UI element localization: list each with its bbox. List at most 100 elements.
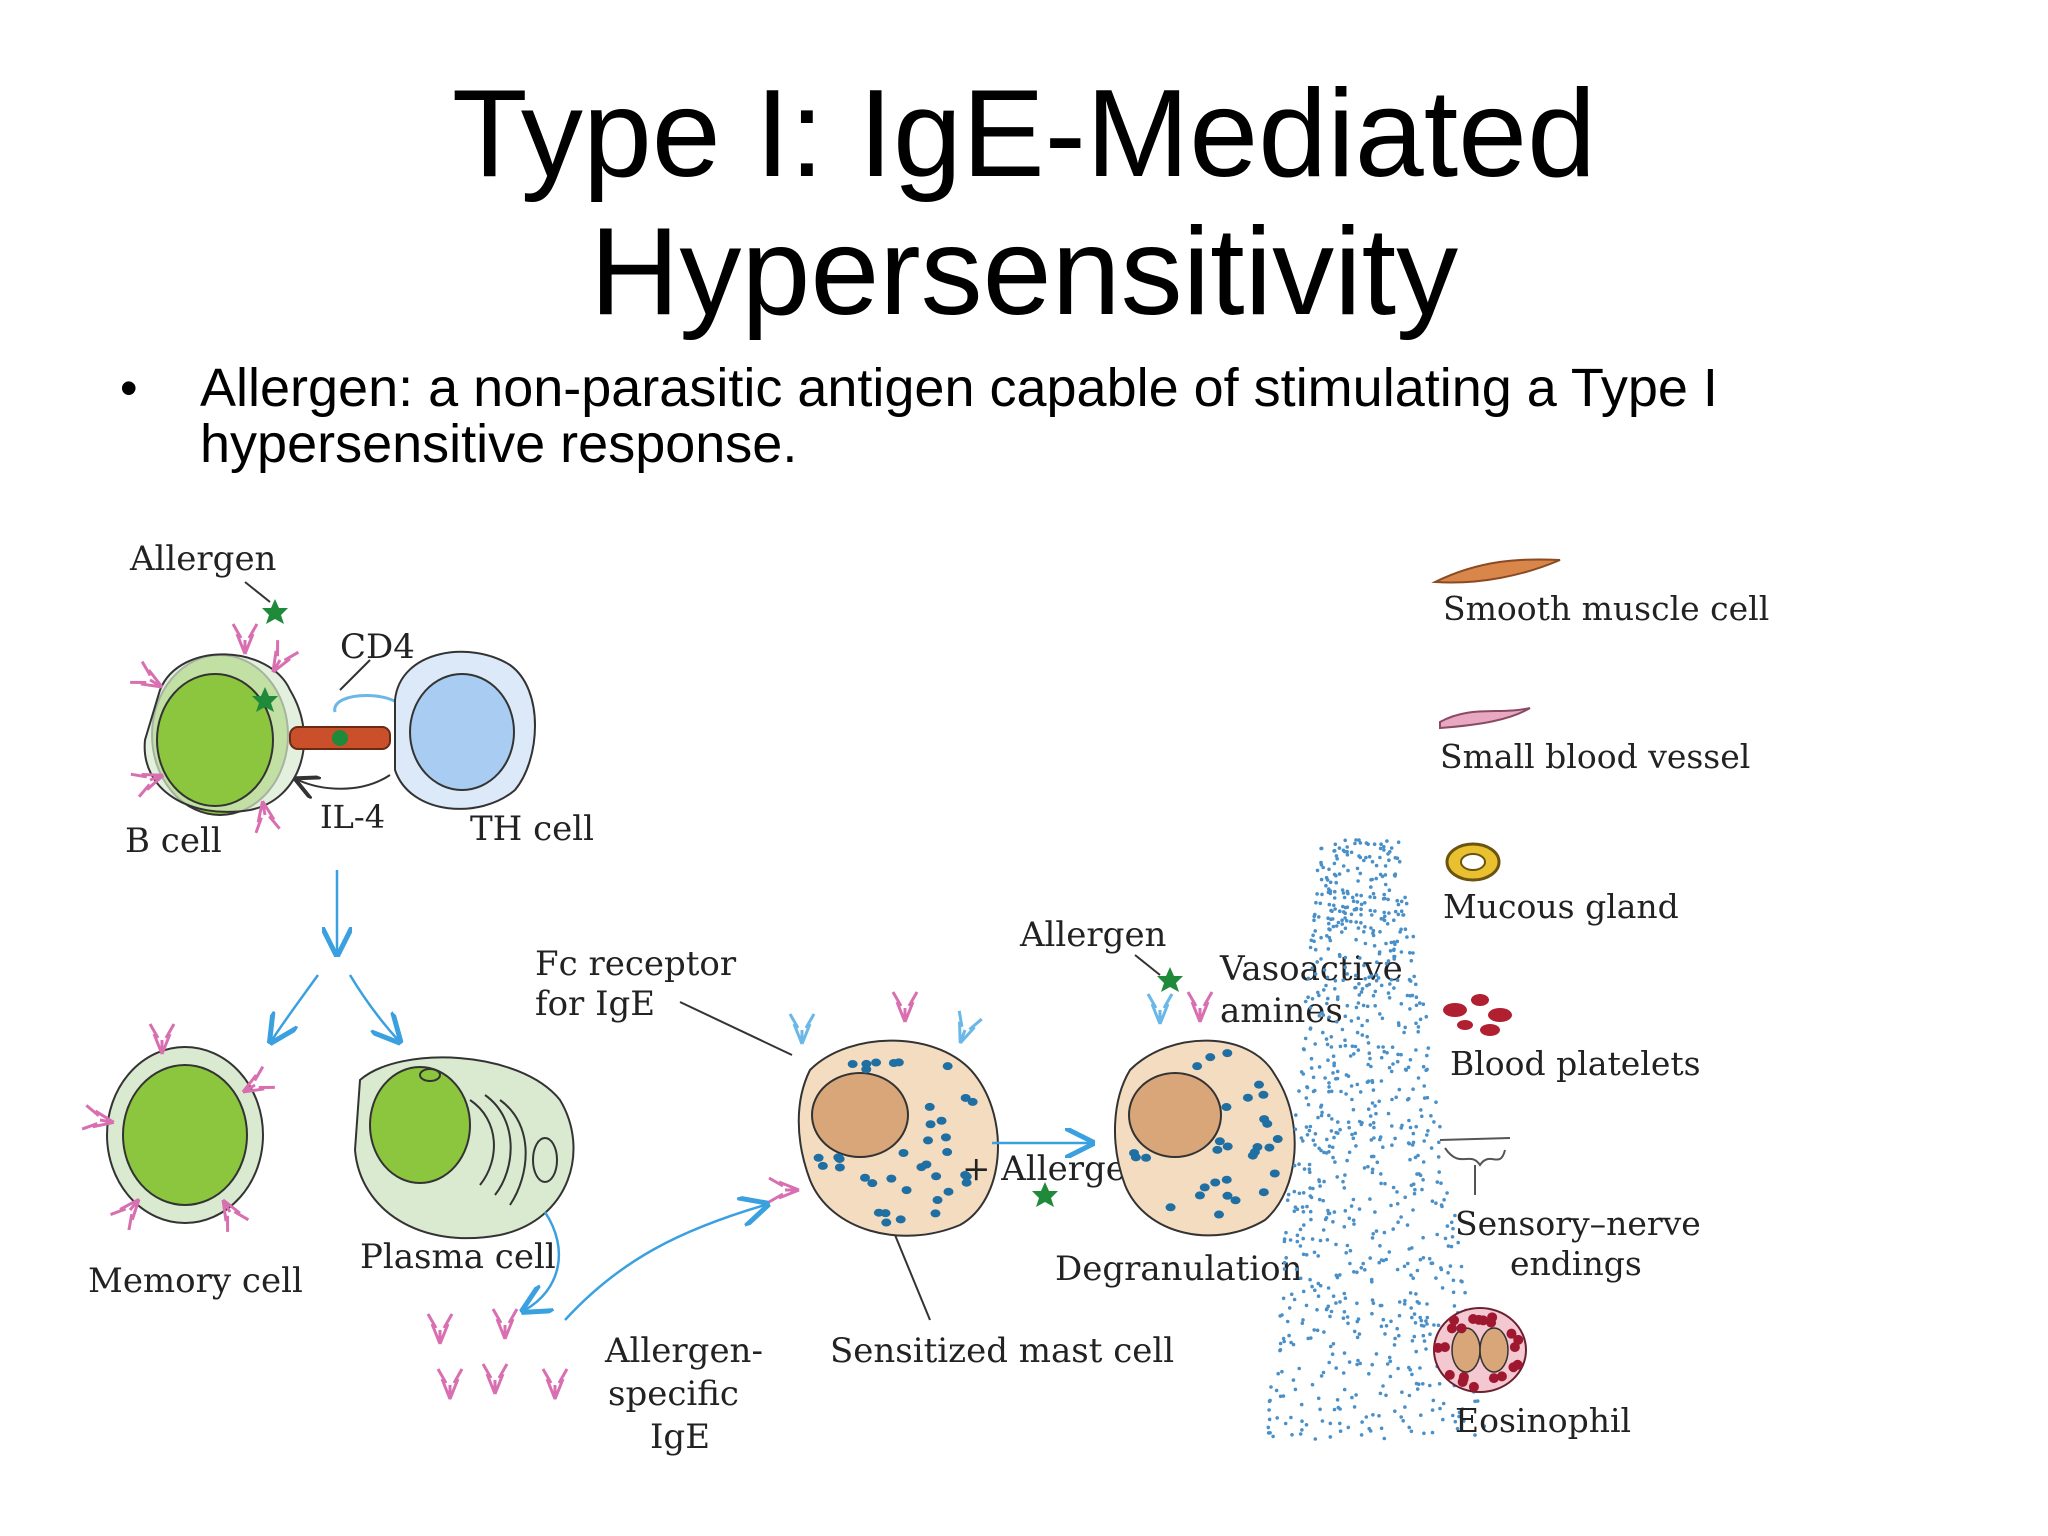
- amine-dot: [1325, 1042, 1330, 1047]
- nerve-ending-icon: [1439, 1137, 1511, 1195]
- amine-dot: [1337, 872, 1342, 876]
- amine-dot: [1392, 954, 1396, 959]
- amine-dot: [1363, 941, 1368, 946]
- amine-dot: [1329, 1035, 1334, 1039]
- amine-dot: [1389, 977, 1394, 982]
- label-fc-receptor: Fc receptor: [535, 944, 737, 984]
- amine-dot: [1403, 895, 1407, 900]
- amine-dot: [1451, 1290, 1456, 1295]
- amine-dot: [1415, 1300, 1420, 1304]
- amine-dot: [1368, 895, 1372, 899]
- amine-dot: [1281, 1394, 1286, 1398]
- granule: [1252, 1143, 1263, 1152]
- amine-dot: [1317, 1065, 1322, 1069]
- smooth-muscle-icon: [1431, 558, 1561, 584]
- amine-dot: [1381, 1317, 1386, 1322]
- allergen-star-icon: [262, 599, 288, 624]
- amine-dot: [1404, 901, 1409, 906]
- amine-dot: [1374, 1229, 1379, 1233]
- amine-dot: [1345, 919, 1349, 923]
- amine-dot: [1278, 1314, 1282, 1318]
- label-memory-cell: Memory cell: [88, 1261, 303, 1301]
- amine-dot: [1337, 846, 1342, 850]
- amine-dot: [1378, 855, 1382, 860]
- amine-dot: [1274, 1388, 1279, 1393]
- amine-dot: [1421, 1333, 1426, 1338]
- amine-dot: [1399, 899, 1404, 904]
- amine-dot: [1368, 1123, 1373, 1127]
- eosinophil-granule: [1439, 1342, 1450, 1353]
- amine-dot: [1287, 1306, 1292, 1310]
- amine-dot: [1319, 1103, 1324, 1108]
- amine-dot: [1363, 925, 1367, 929]
- amine-dot: [1414, 982, 1418, 987]
- granule: [1230, 1196, 1241, 1205]
- eosinophil-granule: [1506, 1328, 1517, 1339]
- amine-dot: [1345, 1315, 1350, 1319]
- amine-dot: [1378, 930, 1382, 934]
- amine-dot: [1343, 916, 1347, 920]
- eosinophil-granule: [1444, 1369, 1455, 1380]
- amine-dot: [1449, 1220, 1454, 1225]
- amine-dot: [1407, 1425, 1411, 1430]
- amine-dot: [1355, 1301, 1359, 1306]
- label-th-cell: TH cell: [470, 809, 594, 849]
- amine-dot: [1297, 1089, 1301, 1093]
- amine-dot: [1366, 1062, 1370, 1067]
- cd4-pointer: [339, 659, 371, 691]
- amine-dot: [1397, 1313, 1402, 1318]
- granule: [931, 1172, 942, 1181]
- eosinophil-granule: [1478, 1315, 1489, 1326]
- amine-dot: [1343, 838, 1347, 843]
- granule: [1194, 1191, 1205, 1200]
- sensitized-mast-cell: [767, 990, 999, 1237]
- amine-dot: [1349, 919, 1353, 924]
- amine-dot: [1379, 1303, 1384, 1308]
- amine-dot: [1348, 1261, 1352, 1266]
- amine-dot: [1351, 1218, 1356, 1222]
- amine-dot: [1326, 1286, 1331, 1290]
- amine-dot: [1292, 1297, 1297, 1302]
- amine-dot: [1408, 1007, 1412, 1011]
- amine-dot: [1442, 1198, 1446, 1202]
- amine-dot: [1266, 1425, 1271, 1430]
- amine-dot: [1462, 1419, 1466, 1423]
- granule: [880, 1209, 891, 1218]
- amine-dot: [1357, 1332, 1362, 1336]
- amine-dot: [1371, 933, 1376, 938]
- amine-dot: [1356, 926, 1361, 930]
- amine-dot: [1343, 926, 1348, 931]
- amine-dot: [1328, 1435, 1333, 1439]
- amine-dot: [1453, 1213, 1457, 1218]
- amine-dot: [1345, 845, 1349, 849]
- amine-dot: [1361, 1261, 1365, 1266]
- amine-dot: [1330, 909, 1334, 913]
- amine-dot: [1307, 1167, 1312, 1171]
- amine-dot: [1421, 1002, 1426, 1006]
- amine-dot: [1416, 1076, 1421, 1080]
- amine-dot: [1426, 1129, 1430, 1133]
- amine-dot: [1309, 1217, 1313, 1222]
- amine-dot: [1351, 1197, 1356, 1202]
- amine-dot: [1352, 1270, 1356, 1274]
- target-eosinophil: Eosinophil: [1433, 1307, 1631, 1440]
- amine-dot: [1395, 1326, 1399, 1331]
- amine-dot: [1275, 1416, 1279, 1420]
- amine-dot: [1406, 1065, 1411, 1070]
- amine-dot: [1419, 1413, 1423, 1417]
- amine-dot: [1372, 895, 1377, 900]
- amine-dot: [1371, 928, 1376, 933]
- amine-dot: [1382, 892, 1386, 897]
- amine-dot: [1293, 1205, 1298, 1209]
- arrow-to-memory: [272, 974, 320, 1040]
- amine-dot: [1393, 856, 1398, 860]
- amine-dot: [1375, 960, 1379, 964]
- amine-dot: [1382, 845, 1386, 849]
- amine-dot: [1276, 1371, 1280, 1376]
- amine-dot: [1434, 1201, 1438, 1205]
- amine-dot: [1326, 1304, 1331, 1309]
- amine-dot: [1297, 1162, 1301, 1166]
- amine-dot: [1383, 882, 1388, 887]
- amine-dot: [1306, 995, 1310, 999]
- amine-dot: [1434, 1100, 1438, 1104]
